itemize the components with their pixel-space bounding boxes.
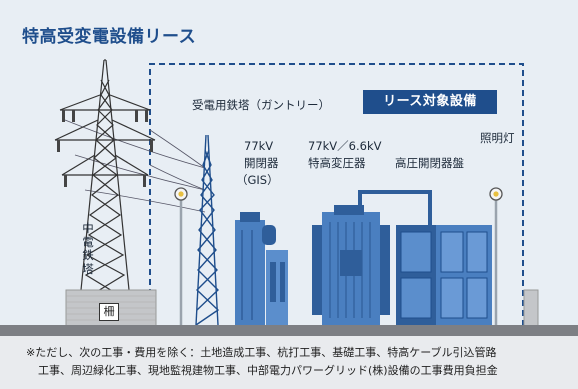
gantry-label: 受電用鉄塔（ガントリー） xyxy=(192,98,330,112)
power-mast xyxy=(54,59,156,321)
ground xyxy=(0,325,578,336)
lighting-label: 照明灯 xyxy=(480,131,515,145)
insulators xyxy=(57,110,153,187)
transformer-label-line2: 特高変圧器 xyxy=(308,156,366,170)
transformer-equipment xyxy=(312,190,432,325)
footer-note: ※ただし、次の工事・費用を除く：土地造成工事、杭打工事、基礎工事、特高ケーブル引… xyxy=(0,336,578,389)
switchgear-equipment xyxy=(396,225,492,325)
lighting-pole-left xyxy=(174,187,188,325)
lighting-pole-right xyxy=(489,187,503,325)
gis-label-line2: 開閉器 xyxy=(244,156,279,170)
gis-equipment xyxy=(235,212,288,325)
lease-scope-boundary xyxy=(149,63,524,325)
lease-scope-badge: リース対象設備 xyxy=(363,90,497,114)
transformer-label-line1: 77kV／6.6kV xyxy=(308,139,382,153)
footer-line-1: ※ただし、次の工事・費用を除く：土地造成工事、杭打工事、基礎工事、特高ケーブル引… xyxy=(26,346,497,359)
footer-line-2: 工事、周辺緑化工事、現地監視建物工事、中部電力パワーグリッド(株)設備の工事費用… xyxy=(38,364,498,377)
page-title: 特高受変電設備リース xyxy=(22,27,197,47)
gis-label-line3: （GIS） xyxy=(236,173,279,187)
gantry-tower xyxy=(195,134,220,326)
switchgear-label: 高圧開閉器盤 xyxy=(395,156,464,170)
mast-label: 中電鉄塔 xyxy=(82,221,94,276)
gis-label-line1: 77kV xyxy=(244,139,274,153)
fence-label: 柵 xyxy=(99,303,119,321)
